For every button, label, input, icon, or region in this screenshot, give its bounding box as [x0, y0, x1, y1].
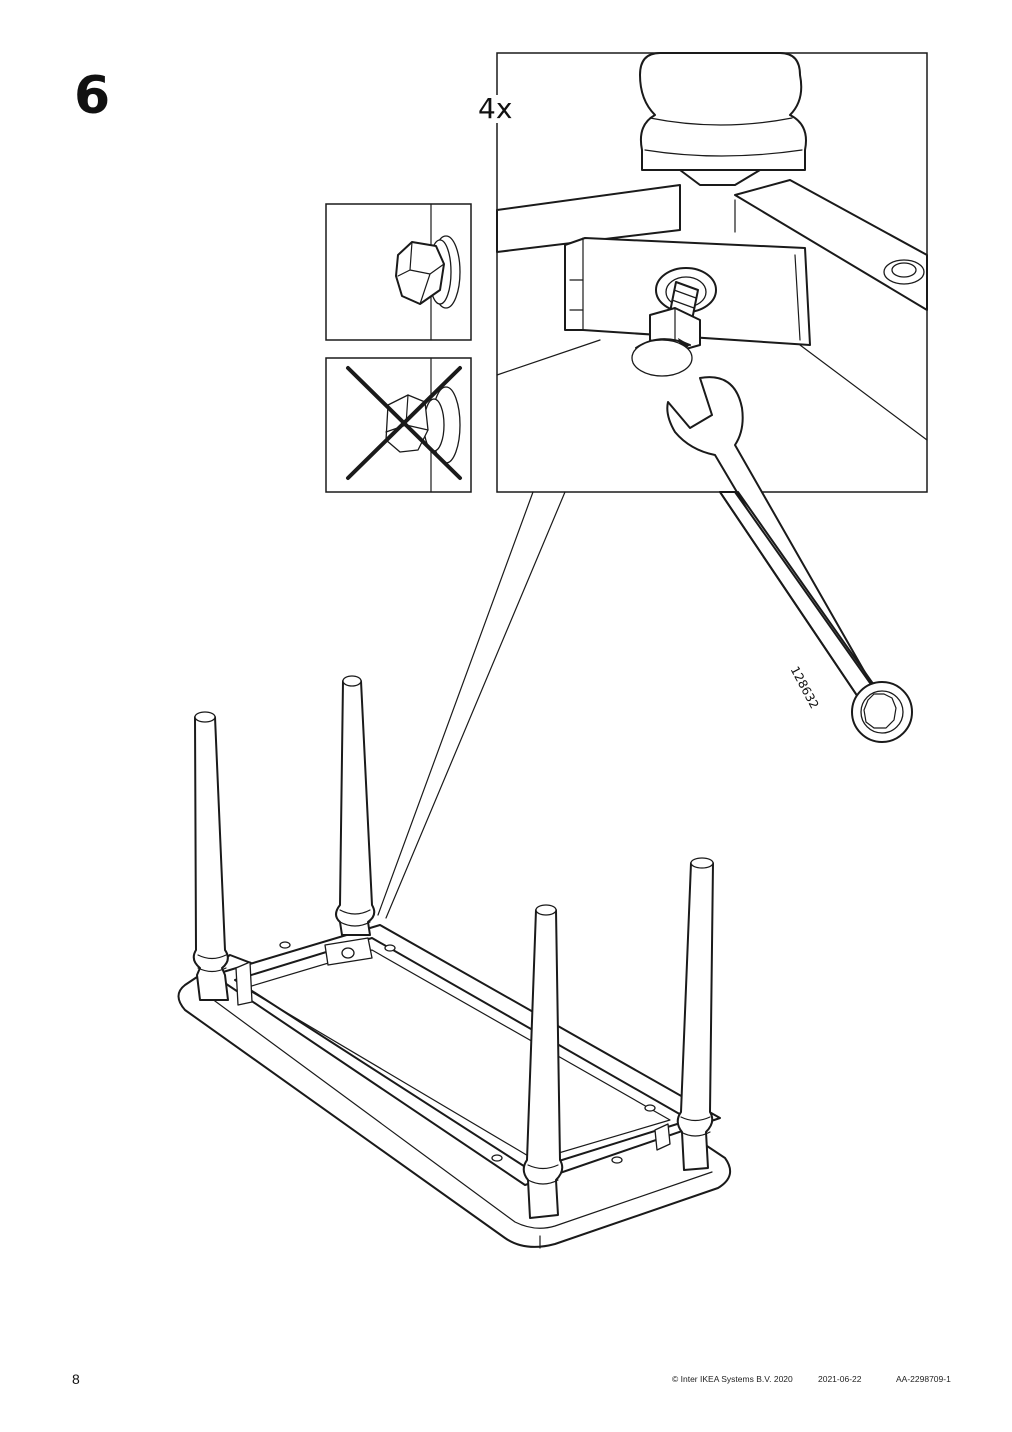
bench-leg	[192, 711, 229, 1001]
screw-holes	[237, 941, 656, 1164]
bench-illustration	[177, 924, 732, 1249]
footer-date: 2021-06-22	[818, 1374, 862, 1384]
quantity-label: 4x	[476, 92, 515, 125]
footer-document-id: AA-2298709-1	[896, 1374, 951, 1384]
footer-copyright: © Inter IKEA Systems B.V. 2020	[672, 1374, 793, 1384]
wrench-icon	[719, 491, 913, 743]
bench-leg	[522, 904, 564, 1219]
correct-nut-inset	[325, 203, 472, 341]
callout-pointer	[377, 491, 566, 919]
detail-callout-panel	[496, 52, 928, 701]
page-number: 8	[72, 1371, 80, 1387]
incorrect-nut-inset	[325, 357, 472, 493]
bench-leg	[335, 675, 376, 936]
step-number: 6	[74, 66, 111, 126]
bench-leg	[676, 857, 714, 1171]
